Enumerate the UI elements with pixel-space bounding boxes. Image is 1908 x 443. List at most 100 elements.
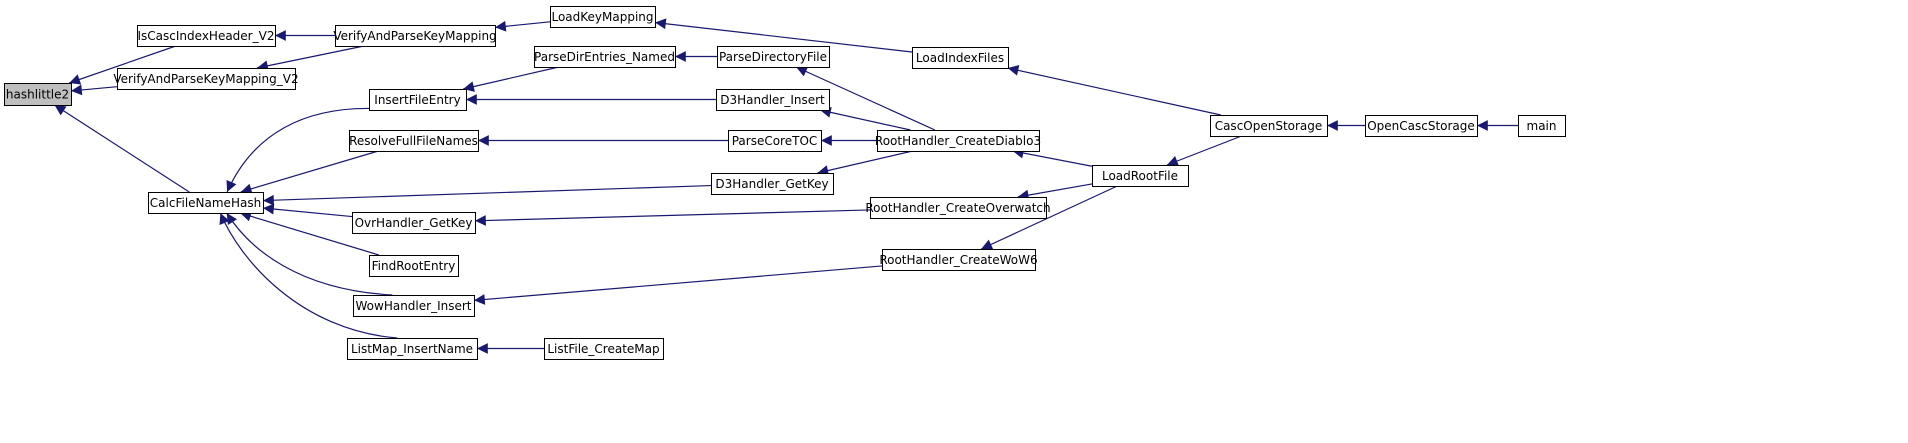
edge-ResolveFullFileNames-to-CalcFileNameHash [240,150,379,195]
node-OpenCascStorage[interactable]: OpenCascStorage [1365,115,1478,137]
node-box [1518,115,1566,137]
edge-RootHandler_CreateDiablo3-to-D3Handler_Insert [819,107,911,131]
edge-layer [54,18,1518,354]
edge-D3Handler_GetKey-to-CalcFileNameHash [262,184,712,206]
edge-ParseDirEntries_Named-to-InsertFileEntry [463,66,559,92]
node-box [882,249,1036,271]
edge-LoadRootFile-to-RootHandler_CreateOverwatch [1017,183,1093,201]
node-box [550,6,656,28]
node-box [870,197,1047,219]
node-LoadRootFile[interactable]: LoadRootFile [1092,165,1189,187]
edge-OvrHandler_GetKey-to-CalcFileNameHash [262,203,353,218]
node-box [369,89,467,111]
node-box [4,83,72,106]
node-label: ParseCoreTOC [732,134,818,148]
node-label: ResolveFullFileNames [349,134,478,148]
node-box [347,338,478,360]
edge-CascOpenStorage-to-LoadRootFile [1166,135,1242,167]
node-CascOpenStorage[interactable]: CascOpenStorage [1210,115,1328,137]
node-box [335,25,496,47]
node-VerifyAndParseKeyMapping_V2[interactable]: VerifyAndParseKeyMapping_V2 [113,68,299,90]
node-label: LoadIndexFiles [916,51,1004,65]
node-box [534,46,676,68]
node-label: main [1527,119,1557,133]
edge-VerifyAndParseKeyMapping_V2-to-hashlittle2 [70,84,118,96]
node-label: ParseDirEntries_Named [534,50,675,64]
node-D3Handler_Insert[interactable]: D3Handler_Insert [716,89,830,111]
node-label: CalcFileNameHash [150,196,261,210]
node-box [137,25,276,47]
node-label: FindRootEntry [372,259,456,273]
node-RootHandler_CreateOverwatch[interactable]: RootHandler_CreateOverwatch [865,197,1051,219]
edge-CalcFileNameHash-to-hashlittle2 [54,104,190,193]
edge-RootHandler_CreateDiablo3-to-D3Handler_GetKey [817,150,913,176]
node-label: ListMap_InsertName [351,342,473,356]
node-WowHandler_Insert[interactable]: WowHandler_Insert [353,295,475,317]
edge-ListMap_InsertName-to-CalcFileNameHash [219,212,398,339]
node-ListMap_InsertName[interactable]: ListMap_InsertName [347,338,478,360]
node-label: OpenCascStorage [1367,119,1475,133]
node-box [877,130,1040,152]
node-ParseCoreTOC[interactable]: ParseCoreTOC [728,130,822,152]
node-box [369,255,459,277]
node-label: hashlittle2 [6,88,69,102]
node-label: RootHandler_CreateWoW6 [879,253,1037,267]
edge-LoadKeyMapping-to-VerifyAndParseKeyMapping [494,20,551,32]
node-hashlittle2[interactable]: hashlittle2 [4,83,72,106]
node-ResolveFullFileNames[interactable]: ResolveFullFileNames [349,130,479,152]
edge-FindRootEntry-to-CalcFileNameHash [239,210,380,256]
node-ListFile_CreateMap[interactable]: ListFile_CreateMap [544,338,664,360]
edge-LoadRootFile-to-RootHandler_CreateDiablo3 [1012,147,1093,167]
node-label: ParseDirectoryFile [719,50,827,64]
node-RootHandler_CreateWoW6[interactable]: RootHandler_CreateWoW6 [879,249,1038,271]
node-FindRootEntry[interactable]: FindRootEntry [369,255,459,277]
node-box [349,130,479,152]
node-label: LoadKeyMapping [551,10,653,24]
edge-IsCascIndexHeader_V2-to-hashlittle2 [68,45,176,85]
node-box [1365,115,1478,137]
edge-RootHandler_CreateWoW6-to-WowHandler_Insert [473,265,883,305]
node-box [1210,115,1328,137]
node-label: LoadRootFile [1102,169,1178,183]
node-label: VerifyAndParseKeyMapping [333,29,496,43]
node-label: InsertFileEntry [374,93,460,107]
node-D3Handler_GetKey[interactable]: D3Handler_GetKey [711,173,834,195]
node-label: D3Handler_Insert [720,93,825,107]
node-label: CascOpenStorage [1215,119,1323,133]
node-layer: hashlittle2IsCascIndexHeader_V2VerifyAnd… [4,6,1566,360]
node-LoadKeyMapping[interactable]: LoadKeyMapping [550,6,656,28]
edge-RootHandler_CreateDiablo3-to-ParseDirectoryFile [795,66,936,131]
edge-LoadRootFile-to-RootHandler_CreateWoW6 [980,185,1118,250]
node-label: RootHandler_CreateOverwatch [865,201,1050,215]
node-label: RootHandler_CreateDiablo3 [875,134,1041,148]
edge-InsertFileEntry-to-CalcFileNameHash [226,107,396,193]
node-box [544,338,664,360]
node-box [353,295,475,317]
node-InsertFileEntry[interactable]: InsertFileEntry [369,89,467,111]
node-main[interactable]: main [1518,115,1566,137]
node-OvrHandler_GetKey[interactable]: OvrHandler_GetKey [352,212,476,234]
node-label: WowHandler_Insert [356,299,472,313]
node-RootHandler_CreateDiablo3[interactable]: RootHandler_CreateDiablo3 [875,130,1041,152]
node-VerifyAndParseKeyMapping[interactable]: VerifyAndParseKeyMapping [333,25,497,47]
edge-RootHandler_CreateOverwatch-to-OvrHandler_GetKey [474,209,871,226]
edge-WowHandler_Insert-to-CalcFileNameHash [226,212,393,296]
node-label: ListFile_CreateMap [547,342,659,356]
edge-VerifyAndParseKeyMapping-to-VerifyAndParseKeyMapping_V2 [256,45,365,72]
node-box [148,192,264,214]
node-label: OvrHandler_GetKey [355,216,473,230]
node-ParseDirectoryFile[interactable]: ParseDirectoryFile [717,46,830,68]
node-label: D3Handler_GetKey [715,177,828,191]
node-box [117,68,296,90]
node-LoadIndexFiles[interactable]: LoadIndexFiles [912,47,1009,69]
node-IsCascIndexHeader_V2[interactable]: IsCascIndexHeader_V2 [137,25,276,47]
node-label: IsCascIndexHeader_V2 [138,29,275,43]
node-ParseDirEntries_Named[interactable]: ParseDirEntries_Named [534,46,676,68]
node-box [352,212,476,234]
node-box [728,130,822,152]
node-box [912,47,1009,69]
node-box [1092,165,1189,187]
node-CalcFileNameHash[interactable]: CalcFileNameHash [148,192,264,214]
node-box [711,173,834,195]
